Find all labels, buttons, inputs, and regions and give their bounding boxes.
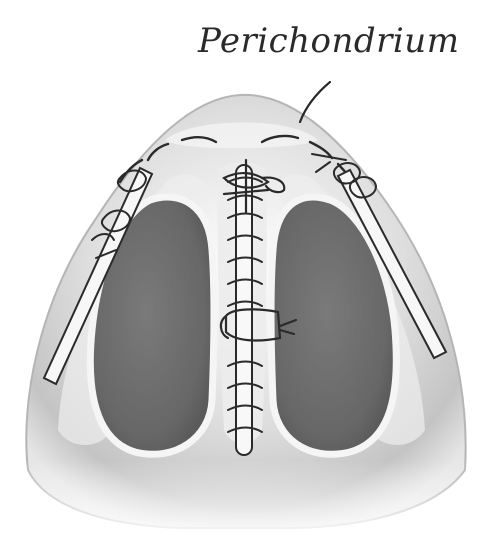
base-fade xyxy=(0,460,481,535)
perichondrium-label: Perichondrium xyxy=(197,21,459,61)
